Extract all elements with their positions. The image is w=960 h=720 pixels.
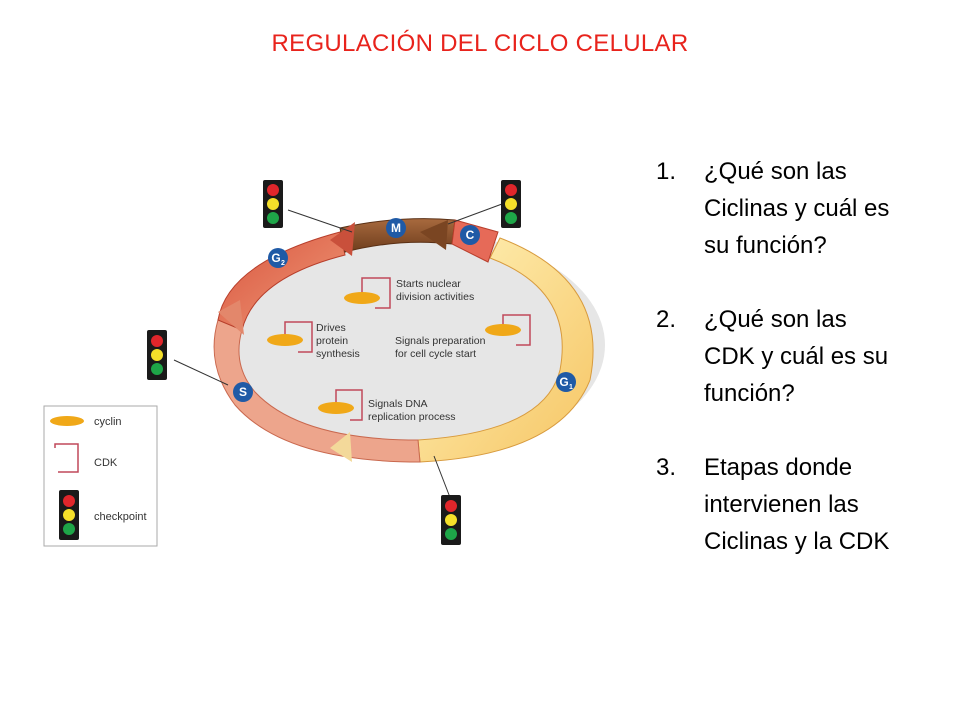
svg-text:1: 1 [569,384,573,391]
svg-text:checkpoint: checkpoint [94,511,147,523]
s-phase-badge: S [233,382,253,402]
checkpoint-g2-m-icon [263,180,283,228]
svg-text:for cell cycle start: for cell cycle start [395,348,476,360]
checkpoint-s-icon [147,330,167,380]
g1-phase-badge: G 1 [556,372,576,392]
svg-text:M: M [391,221,401,235]
question-item: 1. ¿Qué son las Ciclinas y cuál es su fu… [650,153,950,264]
question-item: 2. ¿Qué son las CDK y cuál es su función… [650,301,950,412]
checkpoint-g1-icon [441,495,461,545]
question-number: 2. [656,306,677,333]
legend: cyclin CDK checkpoint [43,405,158,547]
checkpoint-m-c-icon [501,180,521,228]
page-title: REGULACIÓN DEL CICLO CELULAR [271,30,689,57]
cyclin-cdk-protein: Drives protein synthesis [267,321,360,360]
legend-cyclin: cyclin [50,416,122,428]
c-phase-badge: C [460,225,480,245]
question-item: 3. Etapas donde intervienen las Ciclinas… [650,449,950,560]
svg-text:Drives: Drives [316,322,346,334]
svg-text:C: C [466,228,475,242]
svg-text:G: G [271,251,280,265]
cyclin-cdk-prep: Signals preparation for cell cycle start [395,314,531,360]
svg-text:replication process: replication process [368,411,456,423]
svg-text:S: S [239,385,247,399]
svg-text:division activities: division activities [396,291,474,303]
ring-shadow [215,230,605,460]
svg-text:G: G [559,375,568,389]
cyclin-cdk-dna: Signals DNA replication process [318,389,456,423]
svg-text:synthesis: synthesis [316,348,360,360]
question-number: 3. [656,454,677,481]
svg-text:Signals DNA: Signals DNA [368,398,428,410]
legend-checkpoint: checkpoint [59,490,147,540]
svg-text:cyclin: cyclin [94,416,122,428]
g2-phase-badge: G 2 [268,248,288,268]
legend-cdk: CDK [54,443,118,473]
svg-text:protein: protein [316,335,348,347]
cyclin-cdk-nuclear: Starts nuclear division activities [344,277,474,309]
svg-text:CDK: CDK [94,457,118,469]
question-list: 1. ¿Qué son las Ciclinas y cuál es su fu… [650,153,950,597]
m-phase-badge: M [386,218,406,238]
question-number: 1. [656,158,677,185]
svg-text:2: 2 [281,260,285,267]
svg-text:Signals preparation: Signals preparation [395,335,486,347]
svg-text:Starts nuclear: Starts nuclear [396,278,461,290]
